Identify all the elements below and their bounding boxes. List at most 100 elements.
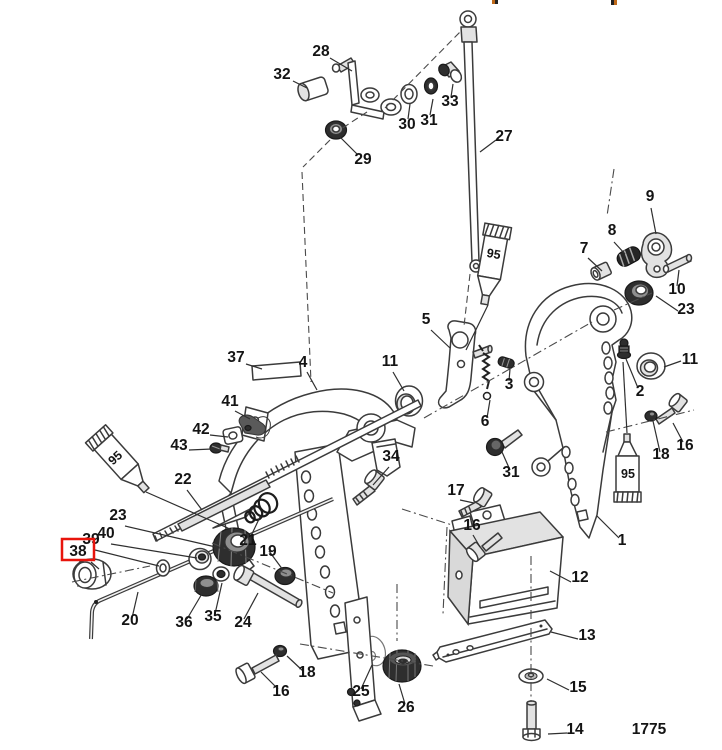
leader-line (479, 139, 497, 153)
part-label-19[interactable]: 19 (259, 543, 277, 560)
part-label-42[interactable]: 42 (192, 421, 209, 438)
leader-line (465, 304, 489, 351)
part-label-11[interactable]: 11 (682, 351, 699, 368)
part-label-17[interactable]: 17 (447, 482, 464, 499)
leader-line (292, 80, 308, 89)
highlight-box-part-38 (60, 537, 96, 562)
part-label-24[interactable]: 24 (234, 614, 252, 631)
leader-line (508, 368, 511, 382)
assembly-dashdot-line (423, 321, 593, 419)
part-label-38[interactable]: 38 (69, 543, 87, 560)
part-label-16[interactable]: 16 (272, 683, 290, 700)
leader-line (398, 683, 406, 705)
part-label-13[interactable]: 13 (578, 627, 596, 644)
part-label-12[interactable]: 12 (571, 569, 588, 586)
part-label-43[interactable]: 43 (170, 437, 188, 454)
part-27-link-rod (459, 10, 483, 273)
part-label-16[interactable]: 16 (463, 517, 481, 534)
assembly-dash-line (340, 111, 368, 130)
part-37-decal (251, 361, 302, 381)
part-label-21[interactable]: 21 (239, 532, 257, 549)
part-label-1[interactable]: 1 (618, 532, 627, 549)
part-label-23[interactable]: 23 (109, 507, 127, 524)
assembly-dashdot-line (605, 409, 695, 433)
leader-line (94, 549, 160, 567)
part-label-41[interactable]: 41 (221, 393, 239, 410)
part-label-30[interactable]: 30 (398, 116, 415, 133)
leader-line (329, 57, 353, 72)
part-label-14[interactable]: 14 (566, 721, 584, 738)
part-28-lever (331, 57, 402, 120)
part-label-4[interactable]: 4 (299, 354, 308, 371)
leader-line (209, 434, 229, 438)
assembly-dashdot-line (606, 168, 615, 217)
leader-line (145, 491, 231, 530)
part-label-11[interactable]: 11 (382, 353, 399, 370)
drawing-number: 1775 (632, 721, 667, 738)
part-43-screw (209, 442, 230, 454)
part-label-8[interactable]: 8 (608, 222, 617, 239)
part-17-bolt (458, 487, 493, 518)
part-label-9[interactable]: 9 (646, 188, 655, 205)
part-label-18[interactable]: 18 (298, 664, 316, 681)
part-label-28[interactable]: 28 (312, 43, 330, 60)
assembly-dashdot-line (211, 542, 334, 594)
part-26-nut (382, 649, 422, 683)
part-label-18[interactable]: 18 (652, 446, 670, 463)
leader-line (392, 371, 405, 392)
part-label-32[interactable]: 32 (273, 66, 290, 83)
part-label-27[interactable]: 27 (495, 128, 512, 145)
lube-95-label: 95 (486, 246, 502, 262)
part-label-5[interactable]: 5 (422, 311, 431, 328)
leader-line (249, 516, 261, 539)
leader-line (472, 534, 481, 548)
part-label-33[interactable]: 33 (441, 93, 459, 110)
part-19-nut (274, 566, 296, 586)
part-label-40[interactable]: 40 (97, 525, 114, 542)
part-label-15[interactable]: 15 (569, 679, 587, 696)
part-label-16[interactable]: 16 (676, 437, 694, 454)
leader-line (663, 360, 682, 368)
part-label-2[interactable]: 2 (636, 383, 645, 400)
part-3-pin (497, 356, 515, 369)
part-label-25[interactable]: 25 (352, 683, 370, 700)
exploded-view-drawing (72, 10, 693, 742)
leader-line (450, 83, 454, 98)
part-16-bolt-right (655, 392, 688, 425)
part-label-26[interactable]: 26 (397, 699, 415, 716)
part-label-34[interactable]: 34 (382, 448, 400, 465)
leader-line (501, 451, 511, 471)
lube-tube-left (84, 424, 150, 494)
assembly-dash-line (301, 171, 312, 383)
part-23-nut-left (212, 527, 256, 567)
assembly-dash-line (302, 139, 331, 168)
leader-line (655, 295, 679, 312)
part-label-35[interactable]: 35 (204, 608, 222, 625)
leader-line (245, 363, 263, 370)
part-label-31[interactable]: 31 (502, 464, 520, 481)
part-label-20[interactable]: 20 (121, 612, 138, 629)
leader-line (306, 371, 318, 391)
part-label-29[interactable]: 29 (354, 151, 372, 168)
part-label-37[interactable]: 37 (227, 349, 244, 366)
part-label-7[interactable]: 7 (580, 240, 589, 257)
part-label-6[interactable]: 6 (481, 413, 490, 430)
part-1-clamp-bracket-right (523, 282, 633, 539)
part-label-23[interactable]: 23 (677, 301, 695, 318)
part-16-bolt-lower-left (235, 654, 280, 685)
leader-line (650, 207, 657, 235)
part-label-10[interactable]: 10 (668, 281, 685, 298)
leader-line (186, 489, 203, 511)
part-label-31[interactable]: 31 (420, 112, 438, 129)
part-14-bolt (522, 700, 541, 742)
part-23-bushing-upper (624, 280, 654, 306)
leader-line (622, 361, 628, 434)
part-42-plate (222, 426, 244, 445)
part-label-3[interactable]: 3 (505, 376, 514, 393)
assembly-dashdot-line (613, 292, 653, 311)
leader-line (268, 550, 284, 571)
part-label-22[interactable]: 22 (174, 471, 191, 488)
crop-artifact-right (611, 0, 617, 5)
part-label-36[interactable]: 36 (175, 614, 193, 631)
part-16-bolt-mid (465, 532, 503, 563)
